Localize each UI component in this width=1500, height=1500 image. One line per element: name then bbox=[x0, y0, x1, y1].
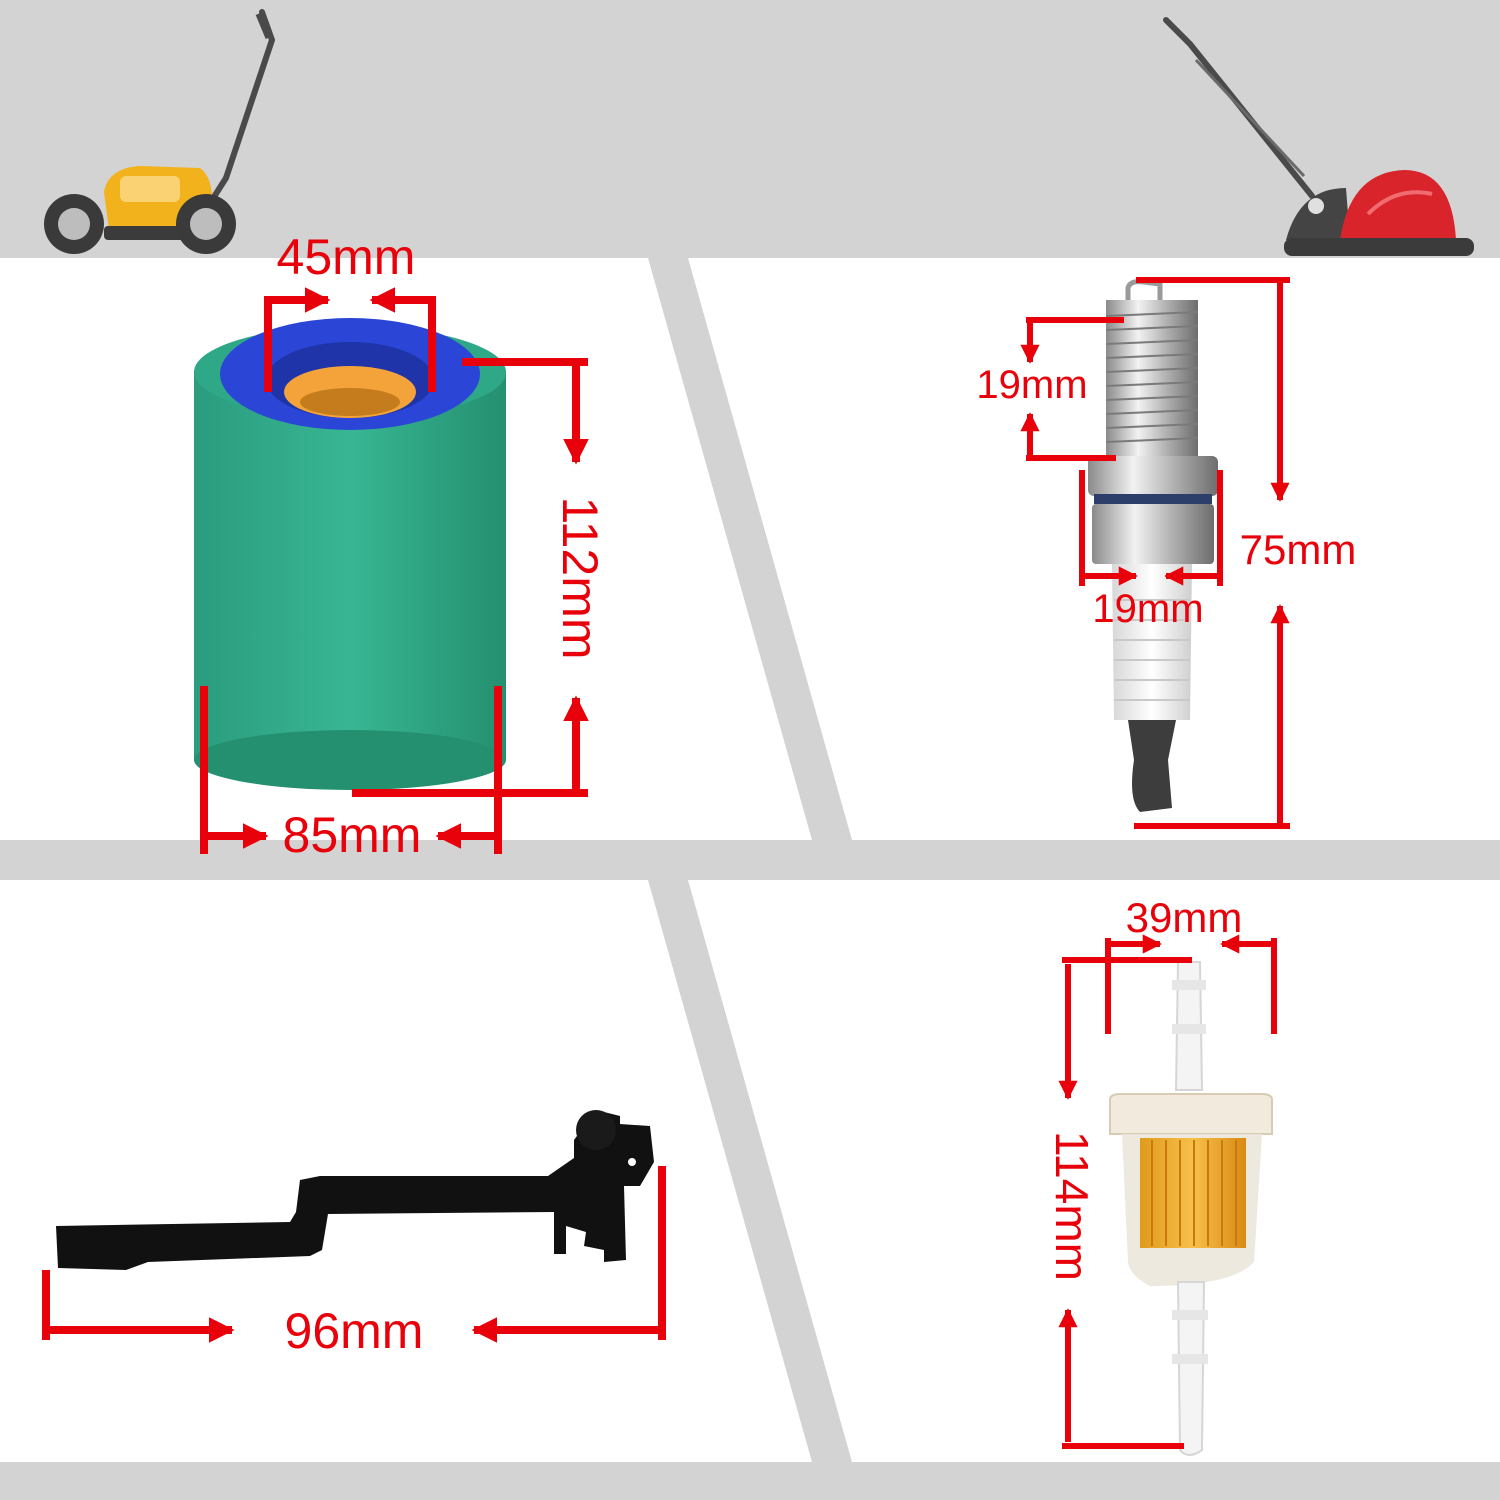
spark-plug-thread-dimension bbox=[1020, 317, 1124, 461]
spark-plug-image bbox=[1088, 279, 1218, 812]
fuel-filter-width-dimension bbox=[1105, 934, 1277, 1034]
air-filter-height-label: 112mm bbox=[552, 496, 608, 659]
air-filter-inner-diameter-label: 45mm bbox=[277, 229, 416, 285]
air-filter-inner-dimension bbox=[264, 287, 436, 392]
air-filter-outer-dimension bbox=[200, 686, 502, 854]
hover-lawn-mower-red-icon bbox=[1163, 17, 1474, 256]
fuel-filter-length-label: 114mm bbox=[1046, 1131, 1098, 1281]
air-filter-outer-diameter-label: 85mm bbox=[283, 807, 422, 863]
fuel-filter-length-dimension bbox=[1058, 957, 1192, 1449]
spark-plug-hex-dimension bbox=[1079, 470, 1223, 586]
panel-bottom-right bbox=[688, 880, 1500, 1462]
spark-plug-length-dimension bbox=[1134, 277, 1290, 829]
spark-plug-length-label: 75mm bbox=[1240, 526, 1357, 573]
fuel-filter-image bbox=[1109, 961, 1273, 1456]
throttle-bracket-image bbox=[56, 1110, 654, 1270]
air-filter-image bbox=[194, 318, 506, 790]
push-lawn-mower-yellow-icon bbox=[44, 9, 276, 254]
bracket-length-dimension bbox=[42, 1166, 666, 1343]
spark-plug-hex-label: 19mm bbox=[1092, 587, 1203, 631]
fuel-filter-width-label: 39mm bbox=[1126, 894, 1243, 941]
bracket-length-label: 96mm bbox=[285, 1303, 424, 1359]
spark-plug-thread-label: 19mm bbox=[976, 363, 1087, 407]
air-filter-height-dimension bbox=[352, 358, 589, 797]
panel-bottom-left bbox=[0, 880, 812, 1462]
